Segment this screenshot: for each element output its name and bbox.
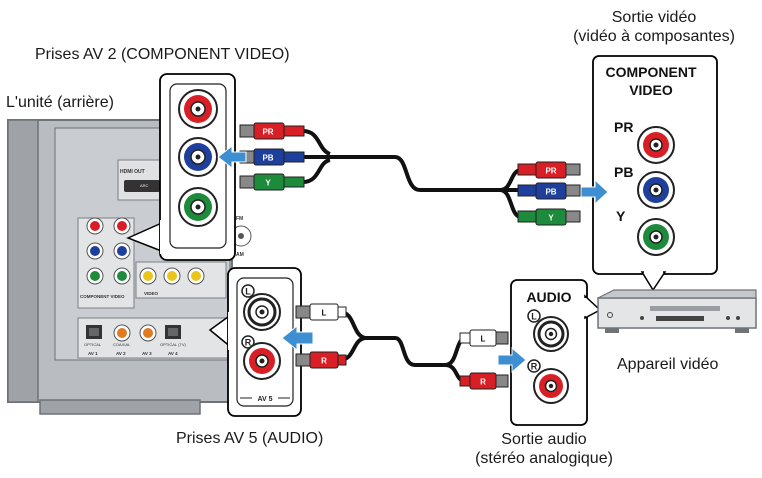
device-audio-right-marker: R xyxy=(527,359,541,373)
optical-port-av1 xyxy=(86,325,102,339)
av5-text: AV 5 xyxy=(257,396,272,403)
arrow-video-from-device xyxy=(580,178,609,206)
am-text: AM xyxy=(236,252,244,258)
video-output-label-line1: Sortie vidéo xyxy=(611,9,697,26)
svg-text:L: L xyxy=(322,309,327,318)
svg-text:L: L xyxy=(245,287,251,297)
coaxial-jack-av2 xyxy=(113,324,131,342)
svg-text:Y: Y xyxy=(265,179,271,188)
plug-pb-device: PB xyxy=(517,182,581,200)
svg-text:R: R xyxy=(531,362,538,372)
plug-pr-device: PR xyxy=(517,161,581,179)
plug-r-device: R xyxy=(459,372,509,390)
device-jack-audio-left xyxy=(533,316,569,352)
unit-jack-pr2-small xyxy=(113,217,131,235)
unit-jack-pb2-small xyxy=(113,242,131,260)
device-jack-audio-right xyxy=(533,368,569,404)
audio-output-label-line2: (stéréo analogique) xyxy=(475,450,613,467)
audio-jacks-inset: L R AV 5 xyxy=(208,267,302,417)
plug-pr-unit: PR xyxy=(239,122,305,140)
component-jacks-inset xyxy=(126,73,236,261)
audio-output-label: Sortie audio (stéréo analogique) xyxy=(449,430,639,468)
svg-text:Y: Y xyxy=(548,214,554,223)
arrow-video-to-unit xyxy=(217,144,247,170)
svg-text:L: L xyxy=(481,335,486,344)
audio-cable xyxy=(339,310,466,383)
component-video-cable xyxy=(302,129,521,219)
plug-r-unit: R xyxy=(295,351,347,369)
arrow-audio-from-device xyxy=(497,346,527,374)
video-output-panel: COMPONENT VIDEO PR PB Y xyxy=(592,55,718,292)
plug-l-unit: L xyxy=(295,303,347,321)
component-jacks-label: Prises AV 2 (COMPONENT VIDEO) xyxy=(35,46,290,63)
unit-jack-video-1 xyxy=(139,267,157,285)
audio-title: AUDIO xyxy=(526,289,571,305)
svg-text:R: R xyxy=(480,378,486,387)
svg-text:PR: PR xyxy=(262,128,273,137)
device-jack-pr xyxy=(637,126,675,164)
device-jack-y xyxy=(637,218,675,256)
unit-jack-pb-small xyxy=(86,242,104,260)
inset-jack-audio-right xyxy=(243,342,281,380)
av4-text: AV 4 xyxy=(168,351,178,356)
audio-jacks-label: Prises AV 5 (AUDIO) xyxy=(176,430,324,447)
arrow-audio-to-unit xyxy=(281,324,314,352)
plug-pb-unit: PB xyxy=(239,148,305,166)
av3-text: AV 3 xyxy=(142,351,152,356)
coaxial-text: COAXIAL xyxy=(113,342,131,347)
unit-jack-y2-small xyxy=(113,267,131,285)
component-title-line1: COMPONENT xyxy=(606,64,697,80)
inset-jack-y xyxy=(178,187,218,227)
svg-text:PR: PR xyxy=(545,167,556,176)
svg-text:R: R xyxy=(321,357,327,366)
video-output-label: Sortie vidéo (vidéo à composantes) xyxy=(548,8,760,46)
pr-label: PR xyxy=(614,119,633,135)
svg-text:PB: PB xyxy=(545,188,556,197)
unit-rear-label: L'unité (arrière) xyxy=(6,94,114,111)
inset-jack-pb xyxy=(178,137,218,177)
component-video-text: COMPONENT VIDEO xyxy=(80,294,125,299)
fm-text: FM xyxy=(236,216,243,222)
optical-tv-text: OPTICAL (TV) xyxy=(160,342,187,347)
hdmi-out-text: HDMI OUT xyxy=(120,169,145,175)
device-jack-pb xyxy=(637,171,675,209)
video-output-label-line2: (vidéo à composantes) xyxy=(573,28,735,45)
av2-text: AV 2 xyxy=(116,351,126,356)
coaxial-jack-av3 xyxy=(139,324,157,342)
inset-jack-pr xyxy=(178,89,218,129)
unit-jack-pr-small xyxy=(86,217,104,235)
optical-port-av4 xyxy=(165,325,181,339)
inset-audio-right-marker: R xyxy=(241,335,255,349)
component-title-line2: VIDEO xyxy=(629,82,673,98)
av1-text: AV 1 xyxy=(88,351,98,356)
audio-output-label-line1: Sortie audio xyxy=(501,431,587,448)
video-device xyxy=(597,289,757,333)
plug-y-unit: Y xyxy=(239,173,305,191)
video-device-label: Appareil vidéo xyxy=(617,356,719,373)
svg-text:L: L xyxy=(531,312,537,322)
arc-text: ARC xyxy=(140,183,149,188)
device-audio-left-marker: L xyxy=(527,309,541,323)
unit-jack-video-3 xyxy=(187,267,205,285)
y-label: Y xyxy=(616,208,626,224)
inset-audio-left-marker: L xyxy=(241,284,255,298)
svg-text:PB: PB xyxy=(262,154,273,163)
pb-label: PB xyxy=(614,164,633,180)
plug-l-device: L xyxy=(459,329,509,347)
unit-jack-y-small xyxy=(86,267,104,285)
plug-y-device: Y xyxy=(517,208,581,226)
optical-text-1: OPTICAL xyxy=(84,342,102,347)
svg-text:R: R xyxy=(245,338,252,348)
inset-jack-audio-left xyxy=(243,293,281,331)
audio-output-panel: AUDIO L R xyxy=(510,279,602,426)
video-text: VIDEO xyxy=(144,291,159,296)
unit-jack-video-2 xyxy=(163,267,181,285)
